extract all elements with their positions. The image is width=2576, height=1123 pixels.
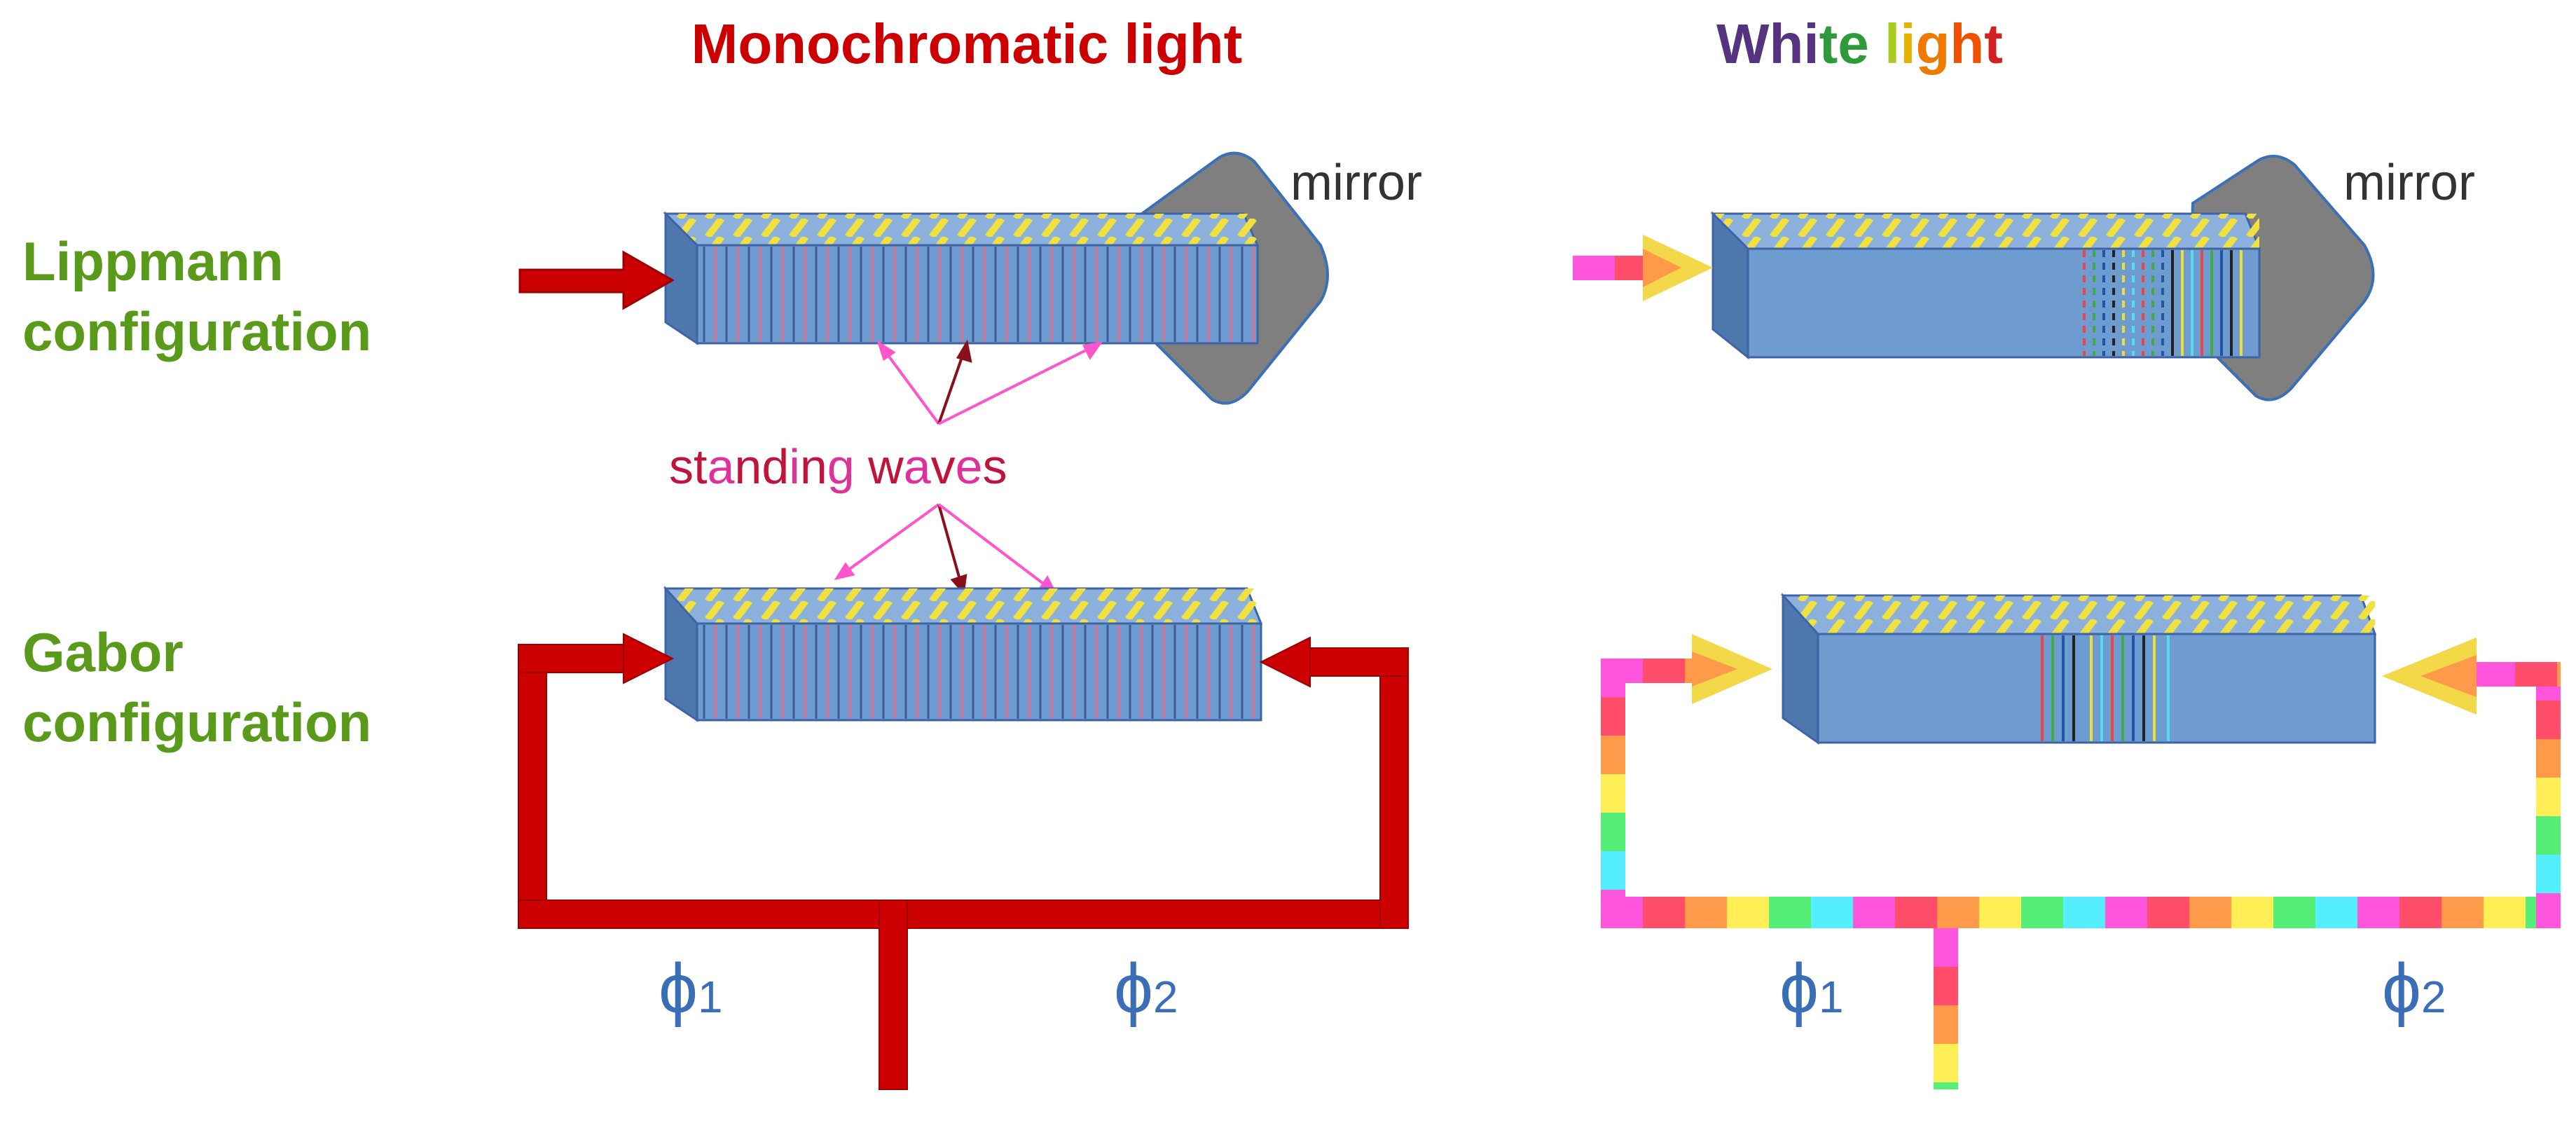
beam-segment [2536,816,2561,855]
beam-segment [1643,659,1685,683]
beam-segment [2473,662,2515,687]
heading-letter: v [931,439,956,494]
lippmann-mono-input-arrow [518,250,675,310]
beam-segment [1769,897,1811,928]
heading-letter [855,439,868,494]
beam-segment [2063,897,2105,928]
beam-segment [2484,897,2526,928]
phi2-mono: ϕ2 [1114,949,1178,1028]
heading-letter: h [1950,13,1984,75]
heading-letter: l [1885,13,1900,75]
heading-letter: t [694,439,707,494]
beam-segment [1934,928,1958,967]
heading-letter: n [800,439,827,494]
lippmann-mono-block [663,211,1260,345]
heading-letter: g [827,439,855,494]
gabor-white-block [1780,593,2377,745]
beam-segment [2021,897,2063,928]
heading-letter: d [762,439,789,494]
heading-letter: g [1915,13,1950,75]
beam-segment [2147,897,2189,928]
beam-arrowhead [1692,652,1737,687]
heading-letter: e [1838,13,1869,75]
heading-letter [1869,13,1885,75]
beam-segment [2536,893,2561,928]
beam-segment [2441,897,2484,928]
beam-segment [2399,897,2441,928]
beam-segment [2536,855,2561,893]
heading-letter: s [669,439,694,494]
heading-letter: W [1716,13,1770,75]
phi2-white: ϕ2 [2382,949,2446,1028]
heading-letter: i [1803,13,1819,75]
beam-segment [1934,1082,1958,1089]
beam-segment [1601,697,1625,736]
heading-letter: a [904,439,931,494]
phi1-mono: ϕ1 [659,949,723,1028]
beam-segment [1573,256,1615,280]
beam-segment [1643,897,1685,928]
beam-segment [2231,897,2273,928]
label-lippmann-configuration: Lippmann configuration [22,230,371,362]
beam-segment [1934,1044,1958,1082]
standing-waves-label: standing waves [669,439,1007,494]
heading-letter: n [734,439,762,494]
beam-segment [1934,1005,1958,1044]
beam-segment [2357,897,2399,928]
beam-segment [1601,659,1643,683]
standing-wave-lines [2083,250,2243,356]
heading-white-light: White light [1716,13,2003,75]
beam-arrowhead [1643,249,1681,287]
beam-segment [1979,897,2021,928]
heading-letter: e [956,439,983,494]
beam-segment [2536,701,2561,739]
standing-waves-pointers [834,339,1103,595]
beam-arrowhead [2420,655,2477,697]
beam-segment [2315,897,2357,928]
mirror-label: mirror [2343,155,2475,211]
standing-wave-lines [2041,635,2170,741]
gabor-mono-block [663,586,1263,722]
beam-segment [1685,897,1727,928]
beam-segment [2515,662,2557,687]
beam-segment [1811,897,1853,928]
standing-wave-lines [703,625,1255,719]
beam-segment [1601,890,1625,928]
label-gabor-configuration: Gabor configuration [22,621,371,753]
beam-segment [2536,739,2561,778]
beam-segment [1934,967,1958,1005]
beam-segment [1601,774,1625,813]
phi1-white: ϕ1 [1779,949,1844,1028]
heading-letter: t [1819,13,1838,75]
gabor-mono-beam-path [518,633,1409,1090]
lippmann-white-input-arrow [1573,235,1713,301]
lippmann-white-block [1710,211,2261,360]
heading-letter: i [789,439,800,494]
mirror-label: mirror [1290,155,1422,211]
beam-segment [1601,736,1625,774]
heading-letter: t [1984,13,2003,75]
beam-segment [2536,778,2561,816]
standing-wave-lines [703,247,1255,342]
beam-segment [1601,813,1625,851]
beam-segment [2557,662,2561,687]
heading-letter: h [1770,13,1804,75]
beam-segment [2105,897,2147,928]
beam-segment [1601,851,1625,890]
beam-segment [2189,897,2231,928]
beam-segment [1895,897,1937,928]
gabor-white-beam-path [1601,634,2561,1089]
heading-letter: w [867,439,904,494]
heading-letter: i [1900,13,1915,75]
beam-segment [2273,897,2315,928]
heading-monochromatic: Monochromatic light [691,13,1243,75]
heading-letter: s [983,439,1007,494]
beam-segment [1727,897,1769,928]
beam-segment [1853,897,1895,928]
heading-letter: a [707,439,734,494]
beam-segment [1937,897,1979,928]
